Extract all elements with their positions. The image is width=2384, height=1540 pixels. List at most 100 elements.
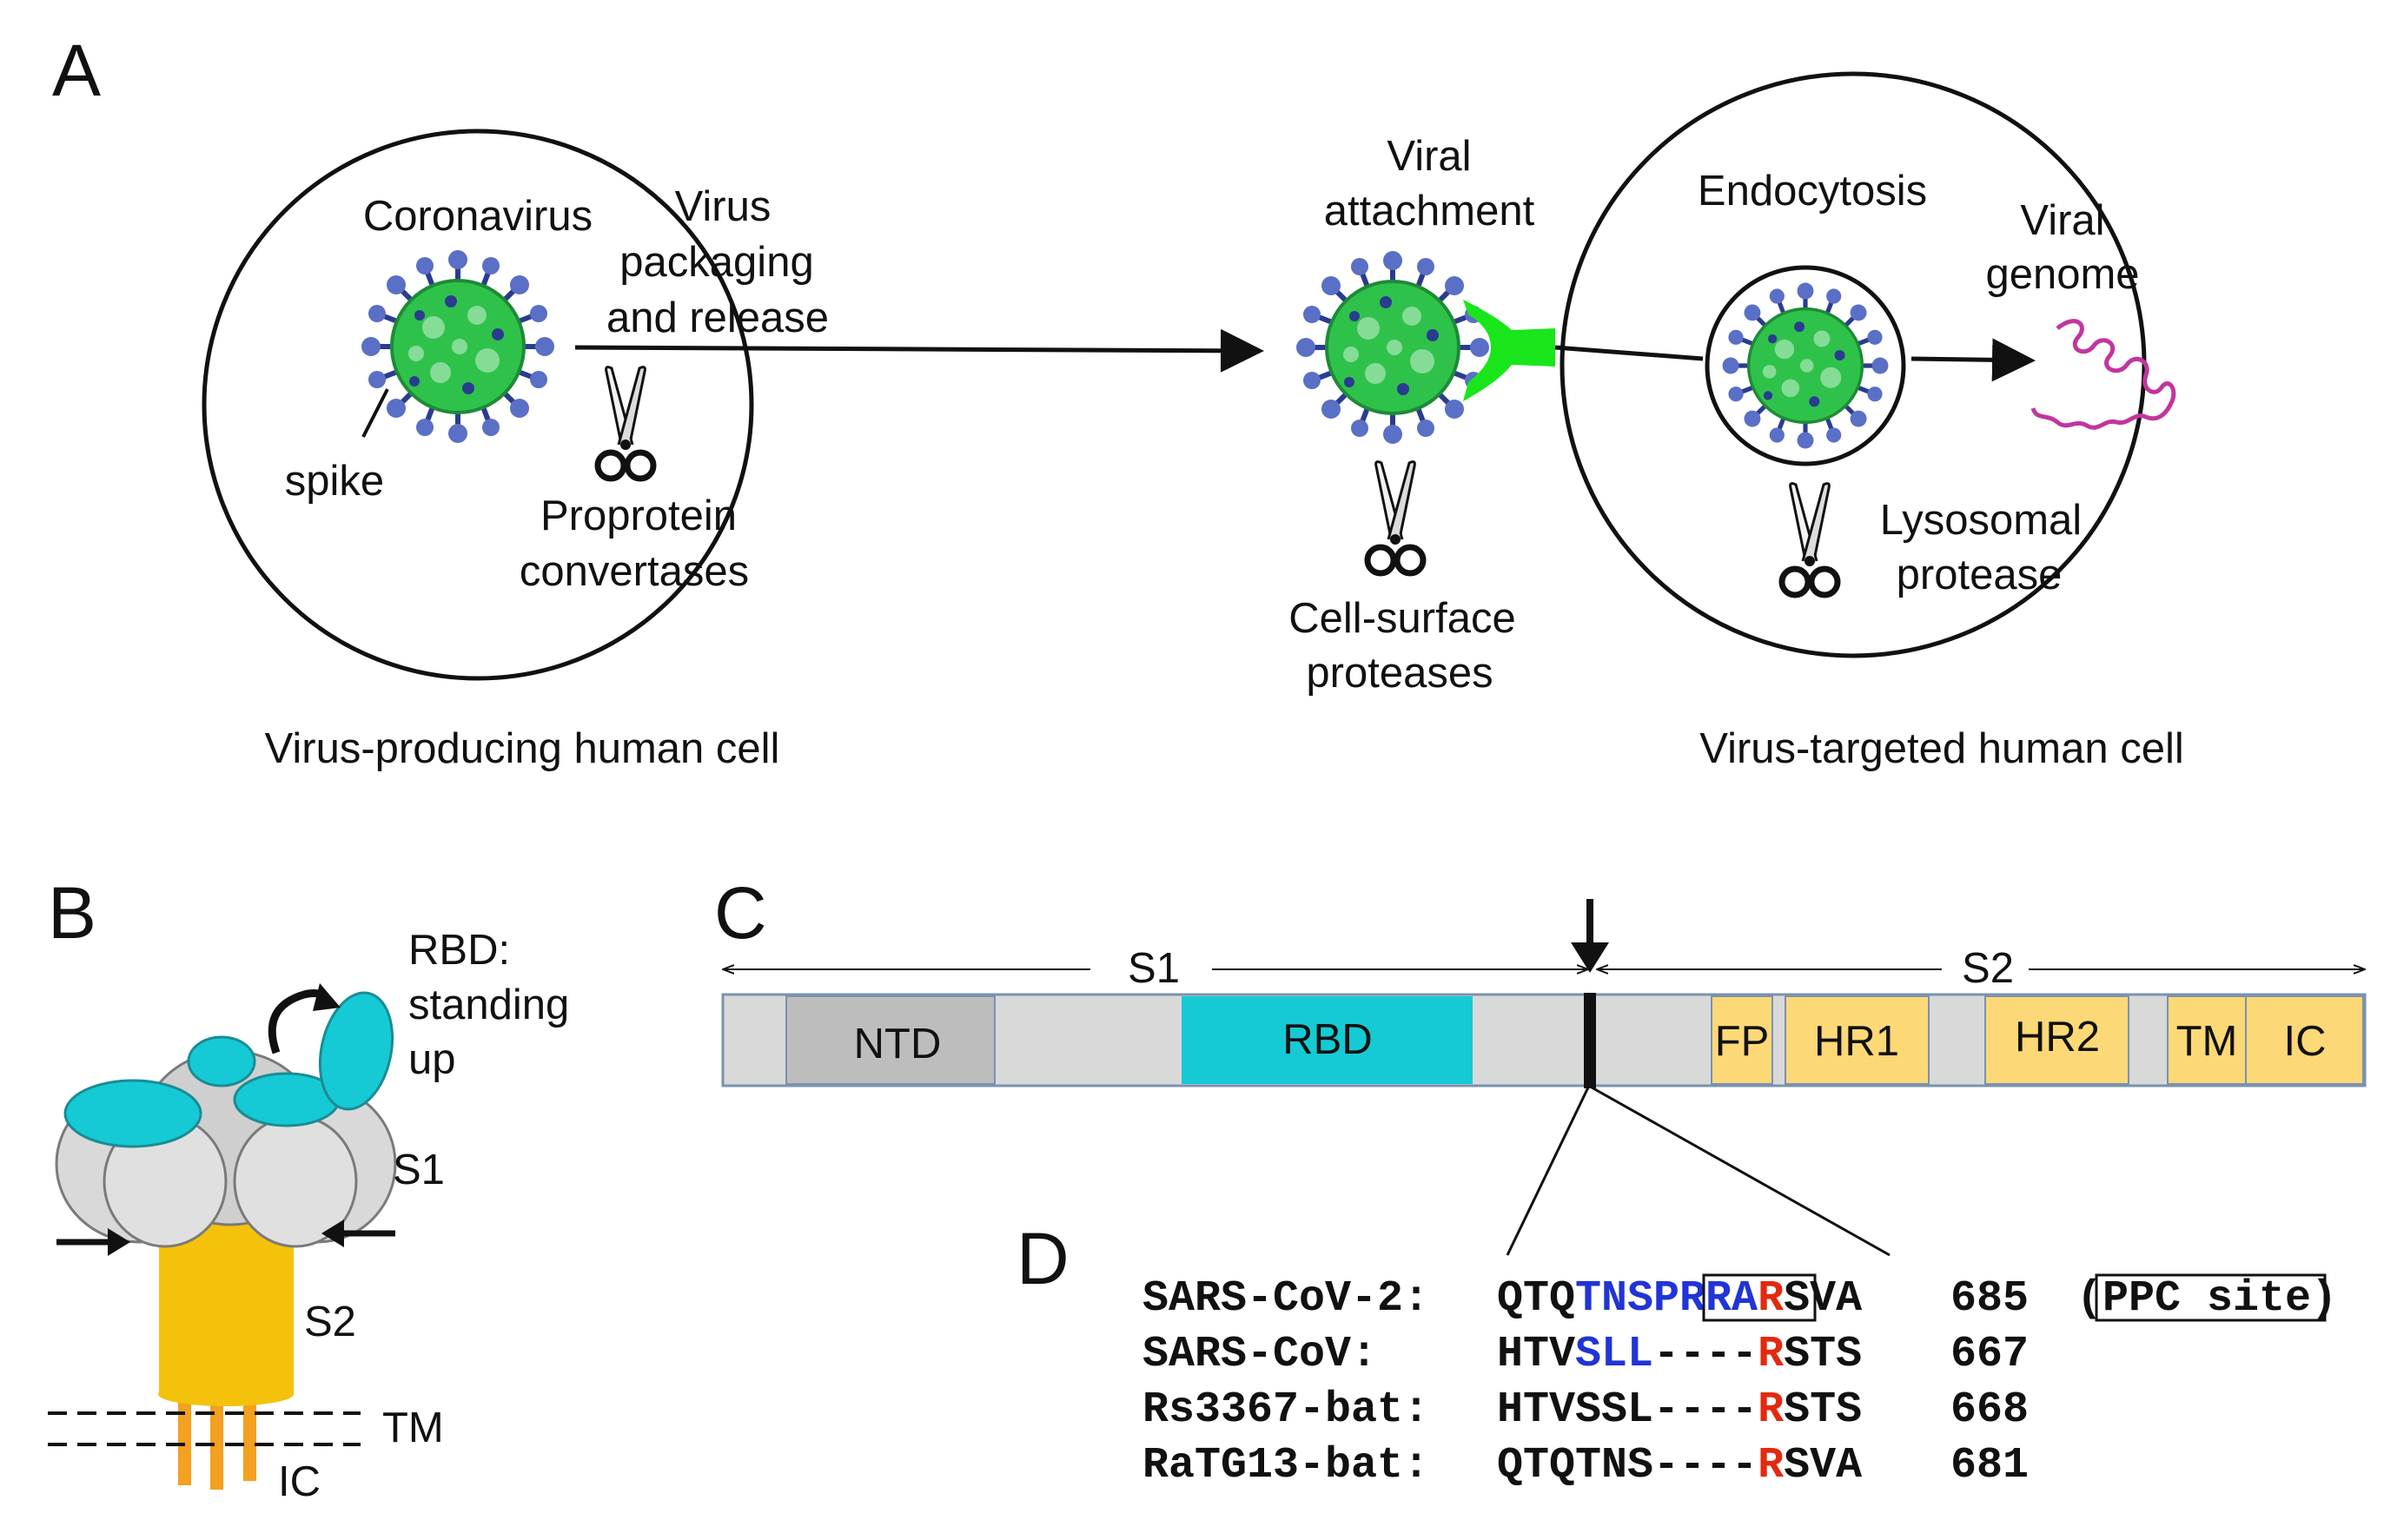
domain-hr2 (1984, 995, 2129, 1085)
domain-label-hr2: HR2 (2015, 1014, 2100, 1061)
lysosomal-line-1: Lysosomal (1880, 497, 2082, 544)
s1-span-label: S1 (1128, 945, 1180, 992)
producing-cell-label: Virus-producing human cell (265, 725, 780, 772)
ppc-site-box (2095, 1273, 2327, 1322)
cleavage-arginine: R (1758, 1441, 1784, 1490)
proprotein-line-1: Proprotein (540, 492, 737, 539)
viral-genome-line-1: Viral (2020, 197, 2104, 244)
sequence-plain: HTV (1497, 1330, 1575, 1379)
lysosomal-scissors-icon (1782, 484, 1838, 595)
coronavirus-label: Coronavirus (363, 193, 593, 240)
sequence-plain: SVA (1784, 1441, 1862, 1490)
spike-domain-bar (721, 993, 2367, 1088)
s1-label-b: S1 (393, 1147, 445, 1193)
viral-genome-line-2: genome (1985, 251, 2139, 298)
sequence-text: QTQTNS----RSVA (1497, 1441, 1862, 1490)
sequence-name: Rs3367-bat: (1142, 1385, 1429, 1435)
rbd-standing-line-3: up (408, 1036, 456, 1083)
sequence-plain: STS (1784, 1385, 1862, 1435)
lysosomal-line-2: protease (1897, 552, 2063, 598)
sequence-name: SARS-CoV: (1142, 1330, 1377, 1379)
domain-rbd (1182, 996, 1473, 1084)
virus-producing-cell (202, 129, 754, 681)
cell-surface-scissors-icon (1367, 462, 1423, 573)
proprotein-scissors-icon (598, 367, 653, 479)
domain-hr1 (1785, 995, 1930, 1085)
sequence-gap: ---- (1653, 1330, 1758, 1379)
domain-label-rbd: RBD (1282, 1016, 1372, 1063)
entry-line (1554, 345, 1704, 361)
zoom-line-left (1506, 1087, 1590, 1256)
domain-label-ic: IC (2284, 1018, 2327, 1065)
genome-arrow (1911, 338, 2036, 382)
domain-label-ntd: NTD (854, 1021, 942, 1067)
ppc-site-text: PPC site (2103, 1274, 2311, 1324)
cleavage-arginine: R (1758, 1385, 1784, 1435)
furin-site-box (1702, 1273, 1817, 1322)
viral-attachment-line-2: attachment (1324, 188, 1535, 235)
sequence-plain: QTQTNS (1497, 1441, 1653, 1490)
residue-number: 667 (1950, 1330, 2029, 1379)
release-arrow (574, 328, 1264, 373)
panel-label-b: B (48, 872, 96, 954)
proprotein-line-2: convertases (520, 548, 749, 595)
sequence-insert-blue: TNSP (1575, 1274, 1679, 1324)
s2-span-label: S2 (1962, 945, 2014, 992)
coronavirus-icon (361, 250, 554, 443)
targeted-cell-label: Virus-targeted human cell (1699, 725, 2183, 772)
virus-packaging-line-2: packaging (619, 239, 813, 286)
panel-label-d: D (1017, 1218, 1069, 1299)
tm-label-b: TM (382, 1405, 444, 1451)
viral-genome-icon (2030, 319, 2176, 430)
endocytosed-virus-icon (1723, 283, 1889, 449)
ic-label-b: IC (278, 1458, 321, 1505)
sequence-gap: ---- (1653, 1385, 1758, 1435)
sequence-text: HTVSSL----RSTS (1497, 1385, 1862, 1435)
cell-surface-line-1: Cell-surface (1288, 595, 1515, 642)
sequence-plain: HTVSSL (1497, 1385, 1653, 1435)
cell-surface-line-2: proteases (1306, 650, 1493, 697)
ppc-open-paren: ( (2076, 1274, 2103, 1324)
sequence-text: QTQTNSPRRARSVA (1497, 1274, 1862, 1324)
sequence-insert-blue: SLL (1575, 1330, 1653, 1379)
s2-label-b: S2 (304, 1299, 356, 1345)
sequence-gap: ---- (1653, 1441, 1758, 1490)
sequence-name: RaTG13-bat: (1142, 1441, 1429, 1490)
cleavage-arginine: R (1758, 1330, 1784, 1379)
receptor-shape (1463, 300, 1555, 401)
domain-fp (1711, 995, 1773, 1085)
virus-packaging-line-3: and release (606, 294, 829, 341)
domain-ntd (785, 995, 996, 1085)
ppc-site-label: (PPC site) (2076, 1274, 2337, 1324)
cleavage-arrow-head (1571, 942, 1609, 973)
domain-ic (2245, 995, 2364, 1085)
viral-attachment-line-1: Viral (1387, 133, 1471, 180)
zoom-line-right (1591, 1086, 1891, 1257)
residue-number: 681 (1950, 1441, 2029, 1490)
domain-label-fp: FP (1715, 1018, 1770, 1065)
sequence-plain: STS (1784, 1330, 1862, 1379)
sequence-furin-motif: RRA (1679, 1274, 1758, 1324)
spike-pointer (361, 388, 389, 438)
virus-packaging-line-1: Virus (675, 183, 771, 230)
spike-label: spike (285, 458, 384, 505)
panel-label-c: C (714, 872, 767, 954)
rbd-standing-line-2: standing (408, 982, 569, 1028)
endosome (1705, 265, 1906, 466)
endocytosis-label: Endocytosis (1698, 168, 1927, 215)
cleavage-arginine: R (1758, 1274, 1784, 1324)
spike-protein-drawing (48, 983, 397, 1490)
domain-label-tm: TM (2176, 1018, 2238, 1065)
sequence-plain: SVA (1784, 1274, 1862, 1324)
attached-virus-icon (1296, 251, 1489, 444)
sequence-plain: QTQ (1497, 1274, 1575, 1324)
panel-label-a: A (52, 30, 101, 111)
sequence-text: HTVSLL----RSTS (1497, 1330, 1862, 1379)
rbd-standing-line-1: RBD: (408, 927, 510, 974)
residue-number: 685 (1950, 1274, 2029, 1324)
cleavage-site-marker (1584, 993, 1596, 1088)
sequence-name: SARS-CoV-2: (1142, 1274, 1429, 1324)
domain-label-hr1: HR1 (1814, 1018, 1899, 1065)
